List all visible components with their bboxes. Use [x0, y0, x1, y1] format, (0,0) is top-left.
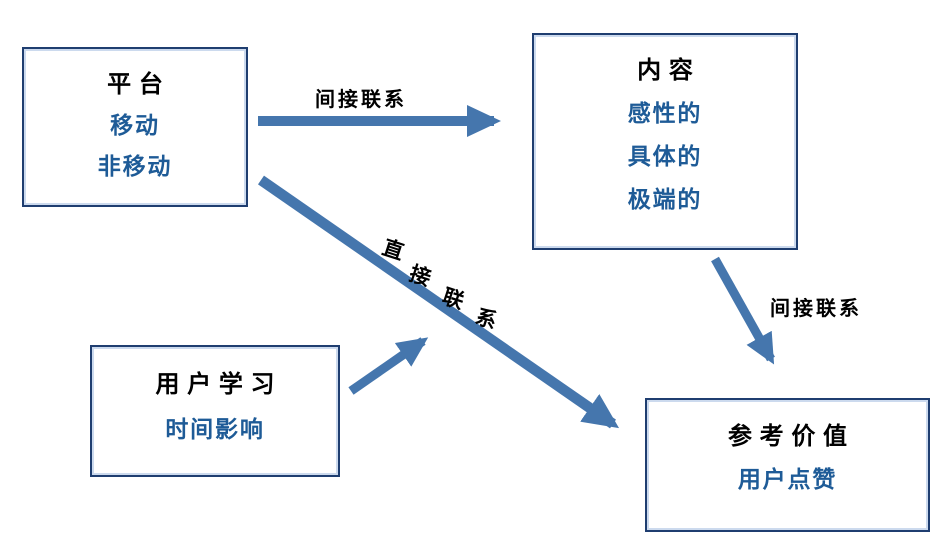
- arrow-content-to-reference: [711, 256, 775, 365]
- label-indirect-link-top: 间接联系: [315, 89, 407, 111]
- label-indirect-link-right: 间接联系: [770, 298, 862, 320]
- box-user-learning: 用户学习 时间影响: [90, 345, 340, 477]
- label-direct-link-char-2: 接: [406, 262, 434, 291]
- label-direct-link-char-4: 系: [472, 305, 500, 334]
- box-platform-line-1: 移动: [110, 112, 160, 138]
- box-content-line-2: 具体的: [627, 143, 703, 169]
- arrow-user-learning-to-direct: [348, 337, 429, 395]
- box-reference-value: 参考价值 用户点赞: [645, 398, 930, 532]
- label-direct-link-char-3: 联: [439, 285, 467, 314]
- box-user-learning-line-1: 时间影响: [165, 416, 265, 442]
- box-content-line-1: 感性的: [627, 100, 703, 126]
- box-content-title: 内容: [637, 57, 701, 84]
- box-platform-title: 平台: [107, 71, 171, 98]
- box-content-line-3: 极端的: [627, 186, 703, 212]
- box-reference-value-line-1: 用户点赞: [737, 466, 838, 492]
- box-platform: 平台 移动 非移动: [22, 47, 248, 207]
- box-reference-value-title: 参考价值: [727, 423, 855, 450]
- box-content: 内容 感性的 具体的 极端的: [532, 33, 798, 250]
- label-direct-link-char-1: 直: [379, 236, 407, 265]
- box-platform-line-2: 非移动: [97, 153, 173, 179]
- box-user-learning-title: 用户学习: [155, 371, 283, 398]
